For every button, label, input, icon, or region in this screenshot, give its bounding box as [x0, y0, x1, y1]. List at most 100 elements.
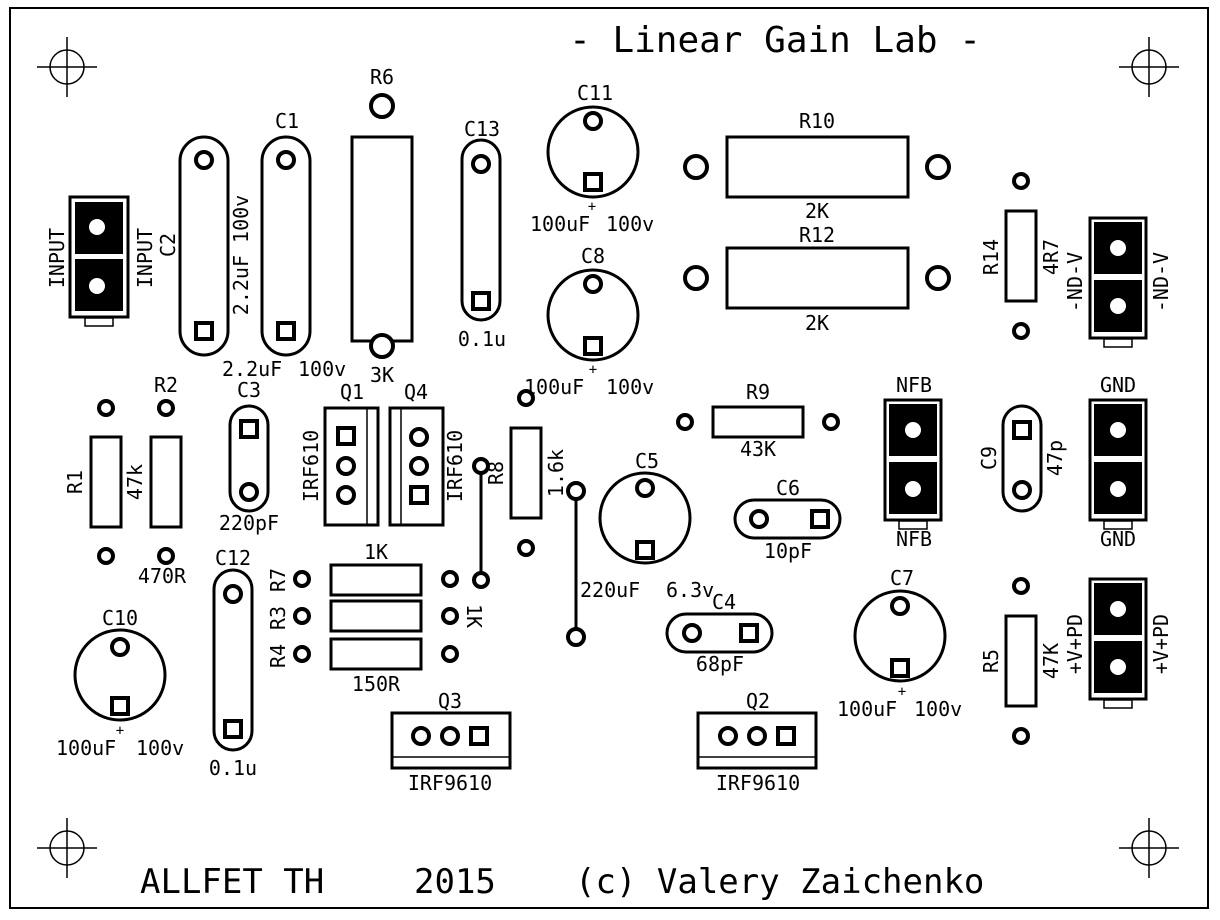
c1-capacitor [260, 135, 312, 357]
c1-value: 2.2uF [222, 357, 282, 381]
r1-r2-resistors [89, 399, 183, 565]
c1-label: C1 [275, 109, 299, 133]
negative-supply-connector [1088, 216, 1148, 348]
q1-part: IRF610 [299, 430, 323, 502]
c5-value: 220uF [580, 578, 640, 602]
c4-capacitor [665, 612, 774, 654]
c3-value: 220pF [219, 511, 279, 535]
r14-resistor [1004, 172, 1038, 340]
q3-label: Q3 [438, 689, 462, 713]
q1-label: Q1 [340, 380, 364, 404]
q3-transistor [390, 711, 512, 770]
c9-value: 47p [1043, 440, 1067, 476]
footer-project: ALLFET TH [140, 862, 324, 902]
r4-label: R4 [266, 644, 290, 668]
r5-resistor [1004, 577, 1038, 745]
nd-label-left: -ND-V [1063, 252, 1087, 312]
q4-transistor [388, 406, 445, 527]
q4-part: IRF610 [443, 430, 467, 502]
c7-value: 100uF [837, 697, 897, 721]
c6-capacitor [733, 498, 842, 540]
r5-value: 47K [1039, 643, 1063, 679]
gnd-top-label: GND [1100, 373, 1136, 397]
gnd-connector [1088, 398, 1148, 530]
nfb-bottom-label: NFB [896, 527, 932, 551]
c2-capacitor [178, 135, 230, 357]
c7-capacitor [853, 589, 947, 683]
c11-polarity: + [588, 199, 596, 215]
c2-value: 2.2uF 100v [229, 195, 253, 315]
r1-label: R1 [63, 470, 87, 494]
r14-value: 4R7 [1039, 239, 1063, 275]
r2-label: R2 [154, 373, 178, 397]
c10-value: 100uF [56, 736, 116, 760]
q2-label: Q2 [746, 689, 770, 713]
c10-voltage: 100v [136, 736, 184, 760]
q4-label: Q4 [404, 380, 428, 404]
c13-label: C13 [464, 117, 500, 141]
r8-resistor [509, 389, 543, 557]
c8-label: C8 [581, 244, 605, 268]
board-outline [9, 7, 1209, 909]
r3-value: 1K [462, 604, 486, 628]
c12-capacitor [212, 568, 254, 752]
r14-label: R14 [979, 239, 1003, 275]
r12-value: 2K [805, 311, 829, 335]
r10-resistor [683, 135, 951, 199]
vpd-label-right: +V+PD [1149, 614, 1173, 674]
r3-label: R3 [266, 606, 290, 630]
c11-capacitor [546, 105, 640, 199]
c7-polarity: + [898, 684, 906, 700]
c5-voltage: 6.3v [666, 578, 714, 602]
registration-mark-top-right [1119, 37, 1179, 97]
r6-value: 3K [370, 363, 394, 387]
input-label-left: INPUT [45, 228, 69, 288]
positive-supply-connector [1088, 577, 1148, 709]
c4-value: 68pF [696, 652, 744, 676]
nd-label-right: -ND-V [1149, 252, 1173, 312]
q1-transistor [323, 406, 380, 527]
footer-year: 2015 [414, 862, 496, 902]
r5-label: R5 [979, 649, 1003, 673]
r9-resistor [676, 405, 840, 439]
registration-mark-top-left [37, 37, 97, 97]
vpd-label-left: +V+PD [1063, 614, 1087, 674]
r8-label: R8 [484, 461, 508, 485]
r6-label: R6 [370, 65, 394, 89]
r7-r3-r4-resistors [293, 563, 459, 671]
c6-value: 10pF [764, 539, 812, 563]
c8-capacitor [546, 268, 640, 362]
c5-capacitor [598, 471, 692, 565]
r7-value: 1K [364, 540, 388, 564]
registration-mark-bottom-right [1119, 818, 1179, 878]
r10-value: 2K [805, 199, 829, 223]
c11-label: C11 [577, 81, 613, 105]
q2-transistor [696, 711, 818, 770]
c11-value: 100uF [530, 212, 590, 236]
c8-voltage: 100v [606, 375, 654, 399]
c4-label: C4 [712, 590, 736, 614]
footer-author: (c) Valery Zaichenko [575, 862, 984, 902]
c6-label: C6 [776, 476, 800, 500]
c11-voltage: 100v [606, 212, 654, 236]
c7-voltage: 100v [914, 697, 962, 721]
registration-mark-bottom-left [37, 818, 97, 878]
r1-value: 47k [123, 464, 147, 500]
board-title: - Linear Gain Lab - [569, 20, 981, 61]
c8-polarity: + [589, 362, 597, 378]
r9-label: R9 [746, 380, 770, 404]
c10-capacitor [73, 628, 167, 722]
r8-value: 1.6k [544, 449, 568, 497]
c1-voltage: 100v [298, 357, 346, 381]
r12-resistor [683, 246, 951, 310]
c13-value: 0.1u [458, 327, 506, 351]
c3-label: C3 [237, 378, 261, 402]
c9-label: C9 [977, 446, 1001, 470]
c7-label: C7 [890, 566, 914, 590]
nfb-connector [883, 398, 943, 530]
r10-label: R10 [799, 109, 835, 133]
c5-label: C5 [635, 449, 659, 473]
c2-label: C2 [156, 233, 180, 257]
r12-label: R12 [799, 223, 835, 247]
